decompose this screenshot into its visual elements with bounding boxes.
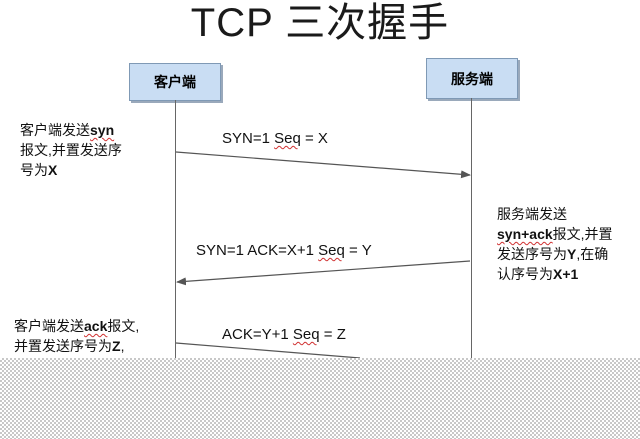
syn-message-label: SYN=1 Seq = X xyxy=(222,130,328,147)
note-text: 发送序号为 xyxy=(497,246,567,262)
note-text: 报文,并置 xyxy=(552,226,613,242)
note-text: 号为 xyxy=(20,162,48,178)
synack-seq-word: Seq xyxy=(318,242,345,259)
note-text: 服务端发送 xyxy=(497,206,567,222)
client-actor-box: 客户端 xyxy=(129,63,221,101)
note-text: 认序号为 xyxy=(497,266,553,282)
note-text: 报文, xyxy=(107,318,140,334)
note-text: ,在确 xyxy=(576,246,609,262)
client-syn-note: 客户端发送syn 报文,并置发送序 号为X xyxy=(20,120,122,180)
note-text: , xyxy=(120,338,125,354)
syn-message-text: SYN=1 xyxy=(222,130,275,147)
server-actor-box: 服务端 xyxy=(426,58,518,99)
note-keyword: ack xyxy=(84,318,108,334)
note-keyword: syn+ack xyxy=(497,226,553,242)
note-keyword: X+1 xyxy=(553,266,579,282)
diagram-title: TCP 三次握手 xyxy=(190,1,450,45)
ack-seq-value: = Z xyxy=(319,326,346,343)
note-keyword: Z xyxy=(112,338,121,354)
transparency-checker-overlay xyxy=(0,358,640,439)
note-keyword: Y xyxy=(567,246,577,262)
server-lifeline xyxy=(471,98,472,358)
synack-message-label: SYN=1 ACK=X+1 Seq = Y xyxy=(196,242,372,259)
synack-message-text: SYN=1 ACK=X+1 xyxy=(196,242,319,259)
note-keyword: X xyxy=(48,162,58,178)
syn-seq-word: Seq xyxy=(274,130,301,147)
note-text: 报文,并置发送序 xyxy=(20,142,122,158)
note-text: 客户端发送 xyxy=(14,318,84,334)
ack-arrow xyxy=(175,342,361,359)
note-text: 客户端发送 xyxy=(20,122,90,138)
synack-arrow xyxy=(176,260,471,286)
server-synack-note: 服务端发送 syn+ack报文,并置 发送序号为Y,在确 认序号为X+1 xyxy=(497,204,613,284)
note-text: 并置发送序号为 xyxy=(14,338,112,354)
ack-seq-word: Seq xyxy=(292,326,320,343)
client-actor-label: 客户端 xyxy=(154,74,196,90)
server-actor-label: 服务端 xyxy=(451,70,493,87)
note-keyword: syn xyxy=(90,122,115,138)
ack-message-label: ACK=Y+1 Seq = Z xyxy=(222,326,346,343)
ack-message-text: ACK=Y+1 xyxy=(222,326,293,343)
synack-seq-value: = Y xyxy=(344,242,372,259)
client-lifeline xyxy=(175,100,176,358)
syn-arrow xyxy=(175,151,471,179)
syn-seq-value: = X xyxy=(300,130,328,147)
